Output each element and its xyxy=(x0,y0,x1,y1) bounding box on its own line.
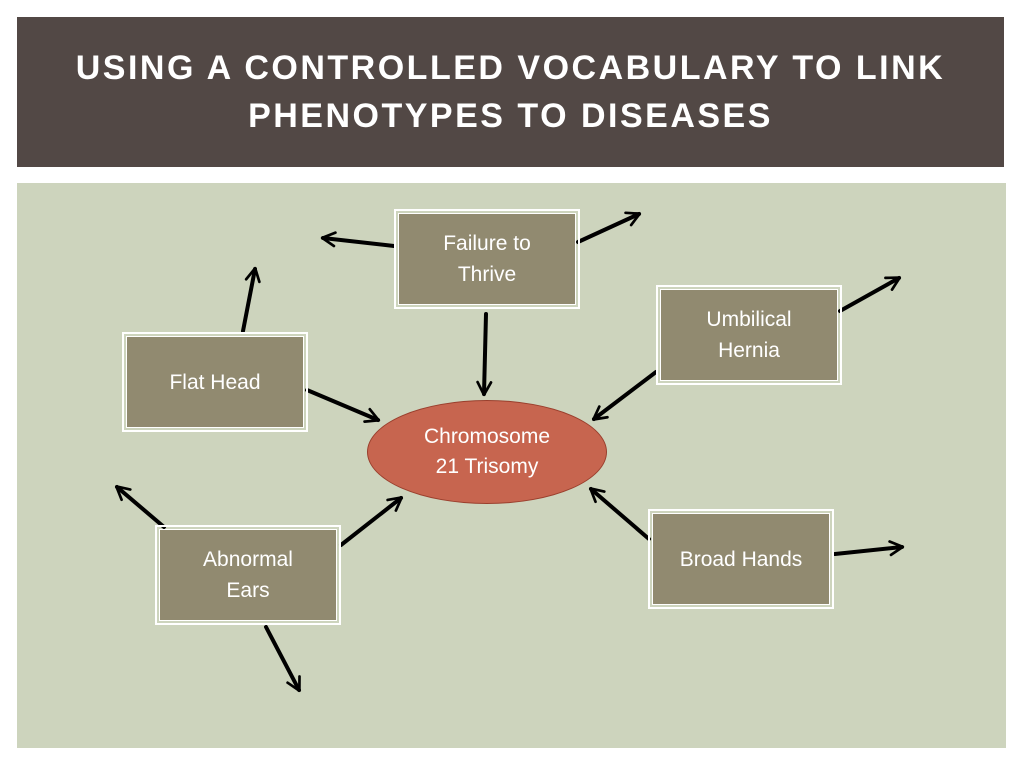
arrow-ears-out-down xyxy=(264,625,301,693)
phenotype-label: Flat Head xyxy=(169,370,261,394)
arrow-failure-to-center xyxy=(476,312,493,397)
arrow-flathead-to-center xyxy=(305,388,381,423)
arrow-ears-out-up xyxy=(115,485,166,529)
title-bar: USING A CONTROLLED VOCABULARY TO LINK PH… xyxy=(17,17,1004,167)
arrow-broadhands-to-center xyxy=(589,487,651,541)
arrow-ears-to-center xyxy=(339,496,404,547)
disease-node-chromosome-21-trisomy: Chromosome 21 Trisomy xyxy=(367,400,607,504)
phenotype-label: Umbilical Hernia xyxy=(706,308,792,362)
phenotype-box-failure-to-thrive: Failure to Thrive xyxy=(394,209,580,309)
arrow-failure-out-left xyxy=(320,231,396,248)
arrow-broadhands-out xyxy=(833,540,905,557)
phenotype-box-broad-hands: Broad Hands xyxy=(648,509,834,609)
arrow-umbilical-out xyxy=(838,276,902,313)
disease-label: Chromosome 21 Trisomy xyxy=(423,425,551,478)
phenotype-box-flat-head: Flat Head xyxy=(122,332,308,432)
phenotype-label: Failure to Thrive xyxy=(443,232,531,286)
phenotype-box-abnormal-ears: Abnormal Ears xyxy=(155,525,341,625)
slide-title: USING A CONTROLLED VOCABULARY TO LINK PH… xyxy=(75,49,946,135)
arrow-flathead-out-up xyxy=(241,266,261,333)
arrow-failure-out-right xyxy=(576,211,642,244)
phenotype-label: Abnormal Ears xyxy=(203,548,293,602)
arrow-umbilical-to-center xyxy=(591,370,658,421)
phenotype-box-umbilical-hernia: Umbilical Hernia xyxy=(656,285,842,385)
phenotype-label: Broad Hands xyxy=(679,547,803,571)
